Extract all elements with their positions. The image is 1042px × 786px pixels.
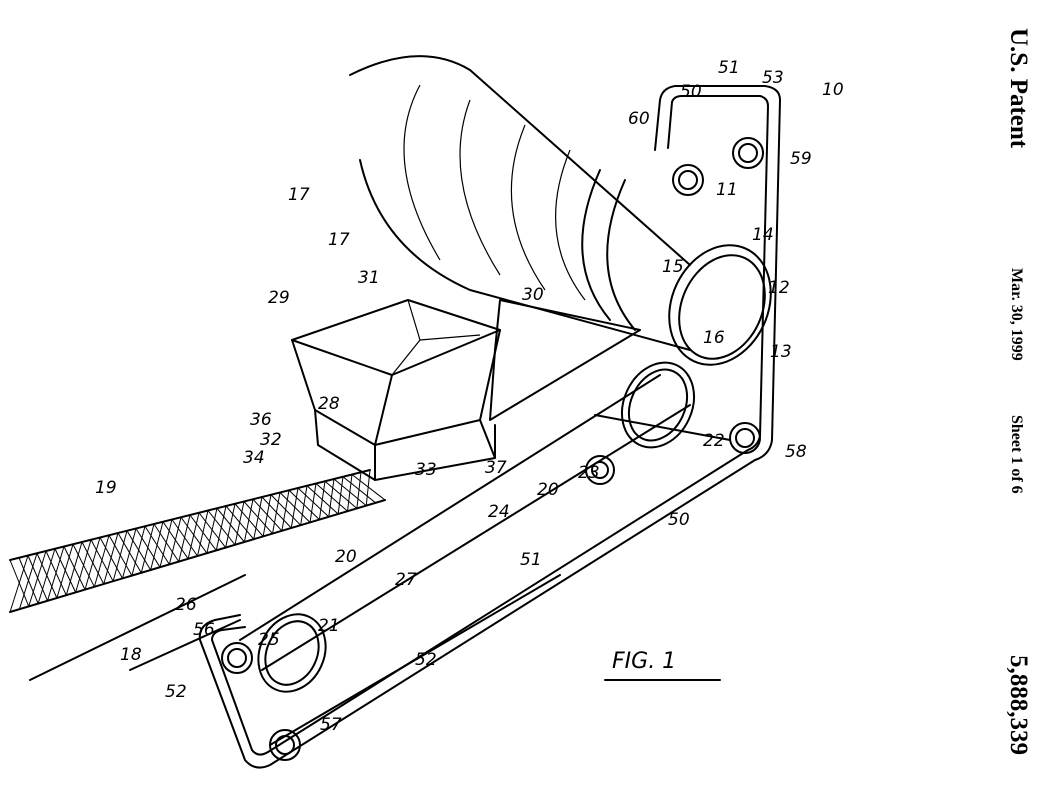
ref-numeral: 19	[95, 478, 117, 498]
ref-numeral: 22	[703, 431, 725, 451]
ref-numeral: 31	[358, 268, 380, 288]
ref-numeral: 14	[752, 225, 774, 245]
ref-numeral: 52	[415, 650, 437, 670]
mesh-line	[254, 497, 262, 539]
ref-numeral: 25	[258, 630, 280, 650]
ref-numeral: 20	[335, 547, 357, 567]
ref-numeral: 21	[318, 616, 340, 636]
ref-numeral: 59	[790, 149, 812, 169]
mesh-line	[226, 504, 235, 548]
reference-numerals: 10 50 51 53 59 60 17 17 11 14 15 12 16 1…	[95, 58, 844, 735]
ref-numeral: 33	[415, 460, 437, 480]
ref-numeral: 56	[193, 620, 215, 640]
mesh-line	[57, 544, 73, 598]
ref-numeral: 30	[522, 285, 544, 305]
mesh-strip	[10, 470, 385, 612]
mesh-line	[235, 502, 244, 545]
ref-numeral: 20	[537, 480, 559, 500]
conveyor	[240, 300, 707, 703]
ref-numeral: 12	[768, 278, 790, 298]
ref-numeral: 23	[578, 463, 600, 483]
ref-numeral: 50	[680, 82, 702, 102]
ref-numeral: 17	[328, 230, 350, 250]
ref-numeral: 13	[770, 342, 792, 362]
mesh-line	[66, 542, 82, 595]
mesh-line	[38, 549, 55, 604]
mesh-line	[19, 553, 37, 609]
ref-numeral: 24	[488, 502, 510, 522]
ref-numeral: 52	[165, 682, 187, 702]
mesh-line	[29, 551, 46, 606]
ref-numeral: 36	[250, 410, 272, 430]
ref-numeral: 58	[785, 442, 807, 462]
ref-numeral: 53	[762, 68, 784, 88]
ref-numeral: 11	[716, 180, 738, 200]
ref-numeral: 51	[718, 58, 740, 78]
ref-numeral: 34	[243, 448, 265, 468]
frame	[200, 86, 780, 768]
mesh-line	[85, 538, 100, 590]
ref-numeral: 32	[260, 430, 282, 450]
ref-numeral: 10	[822, 80, 844, 100]
ref-numeral: 15	[662, 257, 684, 277]
ref-numeral: 17	[288, 185, 310, 205]
mesh-line	[10, 556, 28, 613]
hopper	[292, 300, 500, 480]
mesh-line	[48, 547, 65, 601]
ref-numeral: 51	[520, 550, 542, 570]
ref-numeral: 18	[120, 645, 142, 665]
ref-numeral: 50	[668, 510, 690, 530]
mesh-line	[76, 540, 91, 593]
ref-numeral: 26	[175, 595, 197, 615]
ref-numeral: 29	[268, 288, 290, 308]
ref-numeral: 28	[318, 394, 340, 414]
ref-numeral: 37	[485, 458, 507, 478]
figure-label: FIG. 1	[612, 649, 676, 674]
ref-numeral: 60	[628, 109, 650, 129]
ref-numeral: 57	[320, 715, 342, 735]
ref-numeral: 16	[703, 328, 725, 348]
mesh-line	[244, 499, 253, 542]
ref-numeral: 27	[395, 570, 417, 590]
